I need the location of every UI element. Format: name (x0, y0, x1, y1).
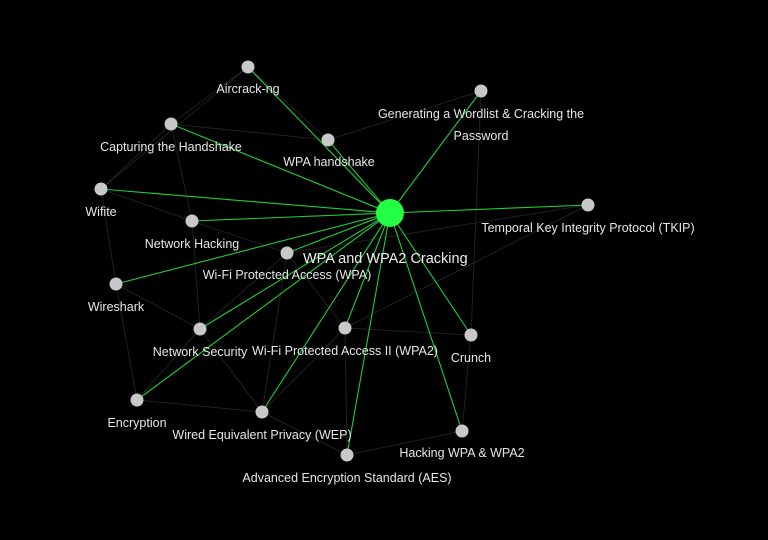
edge-center-wifite (100, 188, 391, 214)
edge-faint-wpa2-aes (344, 327, 348, 456)
edge-faint-wifite-network-hacking (100, 188, 193, 222)
node-wpa-handshake[interactable] (321, 133, 335, 147)
edge-faint-wordlist-wpa-handshake (327, 90, 482, 141)
label-line-hacking-wpa-0: Hacking WPA & WPA2 (399, 446, 524, 460)
node-wireshark[interactable] (109, 277, 123, 291)
edge-center-wpa-handshake (327, 139, 391, 214)
node-center[interactable] (376, 199, 404, 227)
label-line-handshake-capture-0: Capturing the Handshake (100, 140, 242, 154)
label-encryption: Encryption (107, 416, 166, 430)
edge-faint-network-security-encryption (136, 328, 201, 401)
node-tkip[interactable] (581, 198, 595, 212)
label-line-wep-0: Wired Equivalent Privacy (WEP) (172, 428, 351, 442)
label-line-wordlist-0: Generating a Wordlist & Cracking the (378, 107, 584, 121)
edge-faint-wpa-network-security (199, 252, 288, 330)
edge-center-network-hacking (191, 212, 391, 222)
edge-center-wep (261, 212, 391, 413)
label-tkip: Temporal Key Integrity Protocol (TKIP) (481, 221, 694, 235)
label-line-aircrack-0: Aircrack-ng (216, 82, 279, 96)
label-line-network-hacking-0: Network Hacking (145, 237, 240, 251)
edge-center-aircrack (247, 66, 391, 214)
edge-faint-network-hacking-wpa (191, 220, 288, 254)
node-wep[interactable] (255, 405, 269, 419)
edge-center-wordlist (389, 90, 482, 214)
node-network-security[interactable] (193, 322, 207, 336)
node-aes[interactable] (340, 448, 354, 462)
edge-faint-wireshark-network-security (115, 283, 201, 330)
label-line-wpa-0: Wi-Fi Protected Access (WPA) (203, 268, 372, 282)
edge-faint-wpa-wep (261, 252, 288, 413)
label-line-network-security-0: Network Security (153, 345, 248, 359)
edge-faint-network-security-wep (199, 328, 263, 413)
edge-faint-handshake-capture-wpa-handshake (170, 123, 329, 141)
edge-faint-wpa-wpa2 (286, 252, 346, 329)
node-network-hacking[interactable] (185, 214, 199, 228)
edge-faint-aircrack-handshake-capture (170, 66, 249, 125)
label-network-hacking: Network Hacking (145, 237, 240, 251)
edge-center-wpa2 (344, 212, 391, 329)
label-wpa: Wi-Fi Protected Access (WPA) (203, 268, 372, 282)
label-line-wpa2-0: Wi-Fi Protected Access II (WPA2) (252, 344, 438, 358)
edge-faint-handshake-capture-wifite (100, 123, 172, 190)
edge-faint-aircrack-wpa-handshake (247, 66, 329, 141)
edge-center-network-security (199, 212, 391, 330)
edge-faint-wpa2-wep (261, 327, 346, 413)
node-wifite[interactable] (94, 182, 108, 196)
label-hacking-wpa: Hacking WPA & WPA2 (399, 446, 524, 460)
label-line-wireshark-0: Wireshark (88, 300, 145, 314)
label-center: WPA and WPA2 Cracking (303, 251, 468, 267)
edge-faint-handshake-capture-network-hacking (170, 123, 193, 222)
label-line-crunch-0: Crunch (451, 351, 491, 365)
node-hacking-wpa[interactable] (455, 424, 469, 438)
label-wpa2: Wi-Fi Protected Access II (WPA2) (252, 344, 438, 358)
edge-faint-encryption-wireshark (115, 283, 138, 401)
label-network-security: Network Security (153, 345, 248, 359)
edge-faint-encryption-wep (136, 399, 263, 413)
label-line-aes-0: Advanced Encryption Standard (AES) (242, 471, 451, 485)
edge-center-encryption (136, 212, 391, 401)
label-wpa-handshake: WPA handshake (283, 155, 375, 169)
node-encryption[interactable] (130, 393, 144, 407)
edge-faint-wpa2-crunch (344, 327, 472, 336)
label-wep: Wired Equivalent Privacy (WEP) (172, 428, 351, 442)
label-aes: Advanced Encryption Standard (AES) (242, 471, 451, 485)
label-wireshark: Wireshark (88, 300, 145, 314)
label-line-wordlist-1: Password (454, 129, 509, 143)
node-aircrack[interactable] (241, 60, 255, 74)
edge-faint-network-hacking-network-security (191, 220, 201, 330)
highlighted-edges (100, 66, 589, 456)
edge-faint-wep-aes (261, 411, 348, 456)
label-line-tkip-0: Temporal Key Integrity Protocol (TKIP) (481, 221, 694, 235)
edge-center-wpa (286, 212, 391, 254)
label-wifite: Wifite (85, 205, 116, 219)
edge-center-handshake-capture (170, 123, 391, 214)
label-handshake-capture: Capturing the Handshake (100, 140, 242, 154)
label-line-encryption-0: Encryption (107, 416, 166, 430)
edge-center-tkip (389, 204, 589, 214)
label-aircrack: Aircrack-ng (216, 82, 279, 96)
edge-faint-hacking-wpa-crunch (461, 334, 472, 432)
edge-faint-wifite-wireshark (100, 188, 117, 285)
faint-edges (100, 66, 589, 456)
edge-center-wireshark (115, 212, 391, 285)
label-crunch: Crunch (451, 351, 491, 365)
edge-faint-tkip-wpa2 (344, 204, 589, 329)
node-crunch[interactable] (464, 328, 478, 342)
label-line-wpa-handshake-0: WPA handshake (283, 155, 375, 169)
edge-center-crunch (389, 212, 472, 336)
label-line-wifite-0: Wifite (85, 205, 116, 219)
graph-nodes (94, 60, 595, 462)
edge-faint-hacking-wpa-aes (346, 430, 463, 456)
node-wordlist[interactable] (474, 84, 488, 98)
node-wpa[interactable] (280, 246, 294, 260)
edge-center-aes (346, 212, 391, 456)
edge-faint-wordlist-crunch (470, 90, 482, 336)
node-handshake-capture[interactable] (164, 117, 178, 131)
node-wpa2[interactable] (338, 321, 352, 335)
edge-center-hacking-wpa (389, 212, 463, 432)
